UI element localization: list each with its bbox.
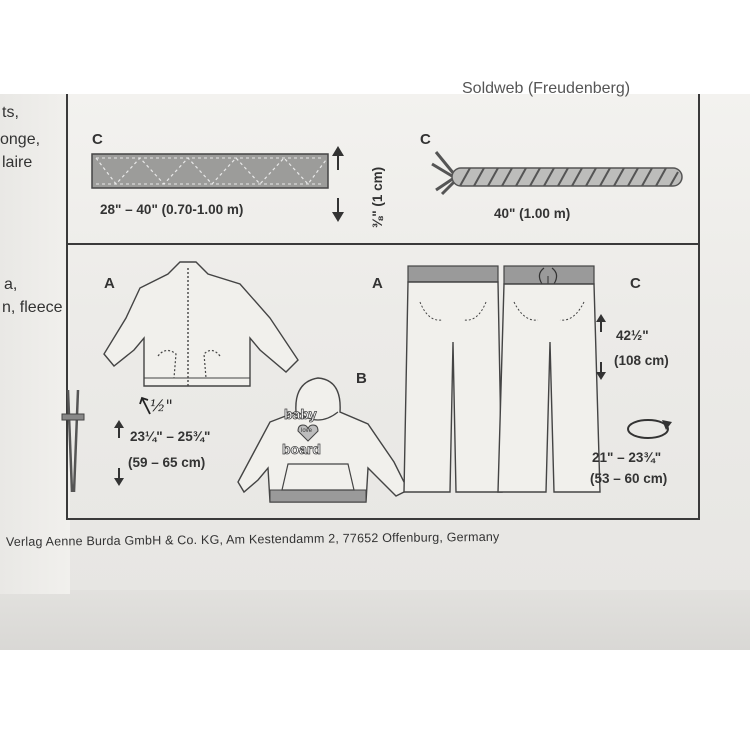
pants-waist: 21" – 23¾" (592, 450, 662, 465)
interfacing-strip-illustration (91, 153, 329, 189)
left-margin-strip (0, 94, 70, 594)
vertical-arrows-icon (332, 146, 344, 222)
heart-icon (297, 424, 319, 442)
hoodie-print-board: board (282, 441, 322, 458)
cord-label: C (420, 131, 431, 148)
cord-length: 40" (1.00 m) (494, 206, 571, 221)
hand-drawn-arrow-icon (139, 396, 151, 415)
diagram-frame (66, 94, 700, 520)
envelope-shadow (0, 590, 750, 650)
jacket-length-arrows-icon (114, 420, 124, 486)
hoodie-illustration (237, 377, 409, 503)
interfacing-width: ⅜" (1 cm) (370, 166, 385, 228)
jacket-illustration (103, 261, 299, 387)
edge-text: onge, (0, 131, 41, 148)
edge-text: laire (2, 154, 33, 171)
pants-label-a: A (372, 275, 383, 292)
jacket-length-metric: (59 – 65 cm) (128, 455, 206, 470)
pants-inseam-metric: (108 cm) (614, 353, 669, 368)
interfacing-label: C (92, 131, 103, 148)
interfacing-length: 28" – 40" (0.70-1.00 m) (100, 202, 244, 217)
hoodie-print-baby: baby (284, 406, 317, 423)
jacket-label: A (104, 275, 115, 292)
edge-text: a, (4, 276, 18, 293)
jacket-length: 23¼" – 25¾" (130, 429, 211, 444)
pants-label-c: C (630, 275, 641, 292)
hoodie-print-heart: love (301, 428, 313, 434)
twisted-cord-illustration (431, 151, 683, 196)
edge-text: ts, (2, 104, 19, 121)
knitting-needles-icon (61, 389, 85, 493)
top-right-partial-text: Soldweb (Freudenberg) (462, 80, 631, 97)
pants-c-illustration (497, 265, 601, 493)
pants-a-illustration (403, 265, 503, 493)
pants-inseam: 42½" (616, 328, 649, 343)
pants-waist-metric: (53 – 60 cm) (590, 471, 668, 486)
section-divider (66, 243, 700, 245)
waist-circumference-icon (627, 419, 672, 439)
pants-length-arrows-icon (596, 314, 606, 380)
handwritten-note: ½" (150, 396, 173, 415)
edge-text: n, fleece (2, 299, 63, 316)
hoodie-label: B (356, 370, 367, 387)
